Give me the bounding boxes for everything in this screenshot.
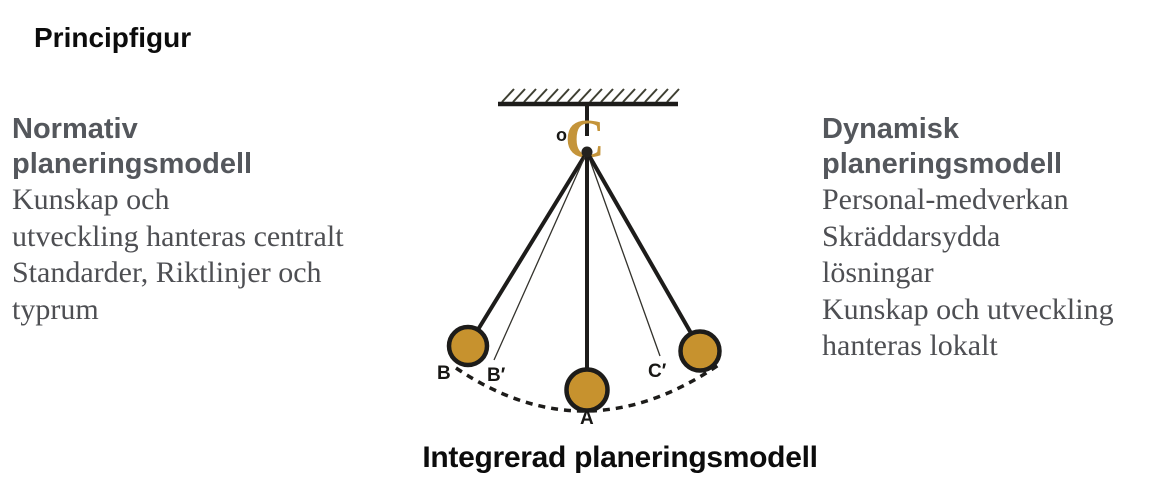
- pivot-point: [581, 146, 593, 158]
- pivot-label: o: [556, 125, 567, 145]
- hook-icon: C: [565, 108, 605, 169]
- dynamisk-heading-line2: planeringsmodell: [822, 148, 1063, 180]
- dynamisk-body-line5: hanteras lokalt: [822, 329, 998, 362]
- dynamisk-body-line4: Kunskap och utveckling: [822, 292, 1114, 326]
- swing-arc: [455, 362, 721, 413]
- dynamisk-heading-line1: Dynamisk: [822, 113, 960, 145]
- position-b-prime-label: B′: [487, 365, 506, 386]
- rod-to-c-prime: [586, 151, 661, 357]
- dynamisk-panel: Dynamisk planeringsmodell Personal-medve…: [822, 112, 1114, 365]
- dynamisk-body-line3: lösningar: [822, 256, 934, 289]
- left-ball: [446, 324, 490, 368]
- normativ-body-line1: Kunskap och: [12, 183, 170, 216]
- normativ-heading-line1: Normativ: [12, 113, 138, 145]
- rod-to-b-prime: [493, 151, 588, 361]
- ceiling-hatch-marks: [501, 88, 680, 103]
- dynamisk-body-line1: Personal-medverkan: [822, 183, 1069, 216]
- page-title: Principfigur: [34, 22, 192, 53]
- rod-to-left-ball: [469, 150, 589, 343]
- normativ-body-line3: Standarder, Riktlinjer och: [12, 256, 322, 289]
- normativ-panel: Normativ planeringsmodell Kunskap och ut…: [12, 112, 344, 328]
- position-a-label: A: [580, 408, 594, 429]
- figure-caption: Integrerad planeringsmodell: [422, 441, 818, 474]
- position-b-label: B: [437, 363, 451, 384]
- normativ-heading-line2: planeringsmodell: [12, 148, 253, 180]
- normativ-body-line4: typrum: [12, 292, 99, 326]
- pendulum-diagram: C o B B′ C′ A: [437, 88, 722, 429]
- normativ-body-line2: utveckling hanteras centralt: [12, 219, 344, 253]
- center-ball: [564, 367, 610, 413]
- position-c-prime-label: C′: [648, 361, 667, 382]
- dynamisk-body-line2: Skräddarsydda: [822, 219, 1001, 253]
- rod-to-right-ball: [585, 151, 701, 348]
- right-ball: [678, 329, 722, 373]
